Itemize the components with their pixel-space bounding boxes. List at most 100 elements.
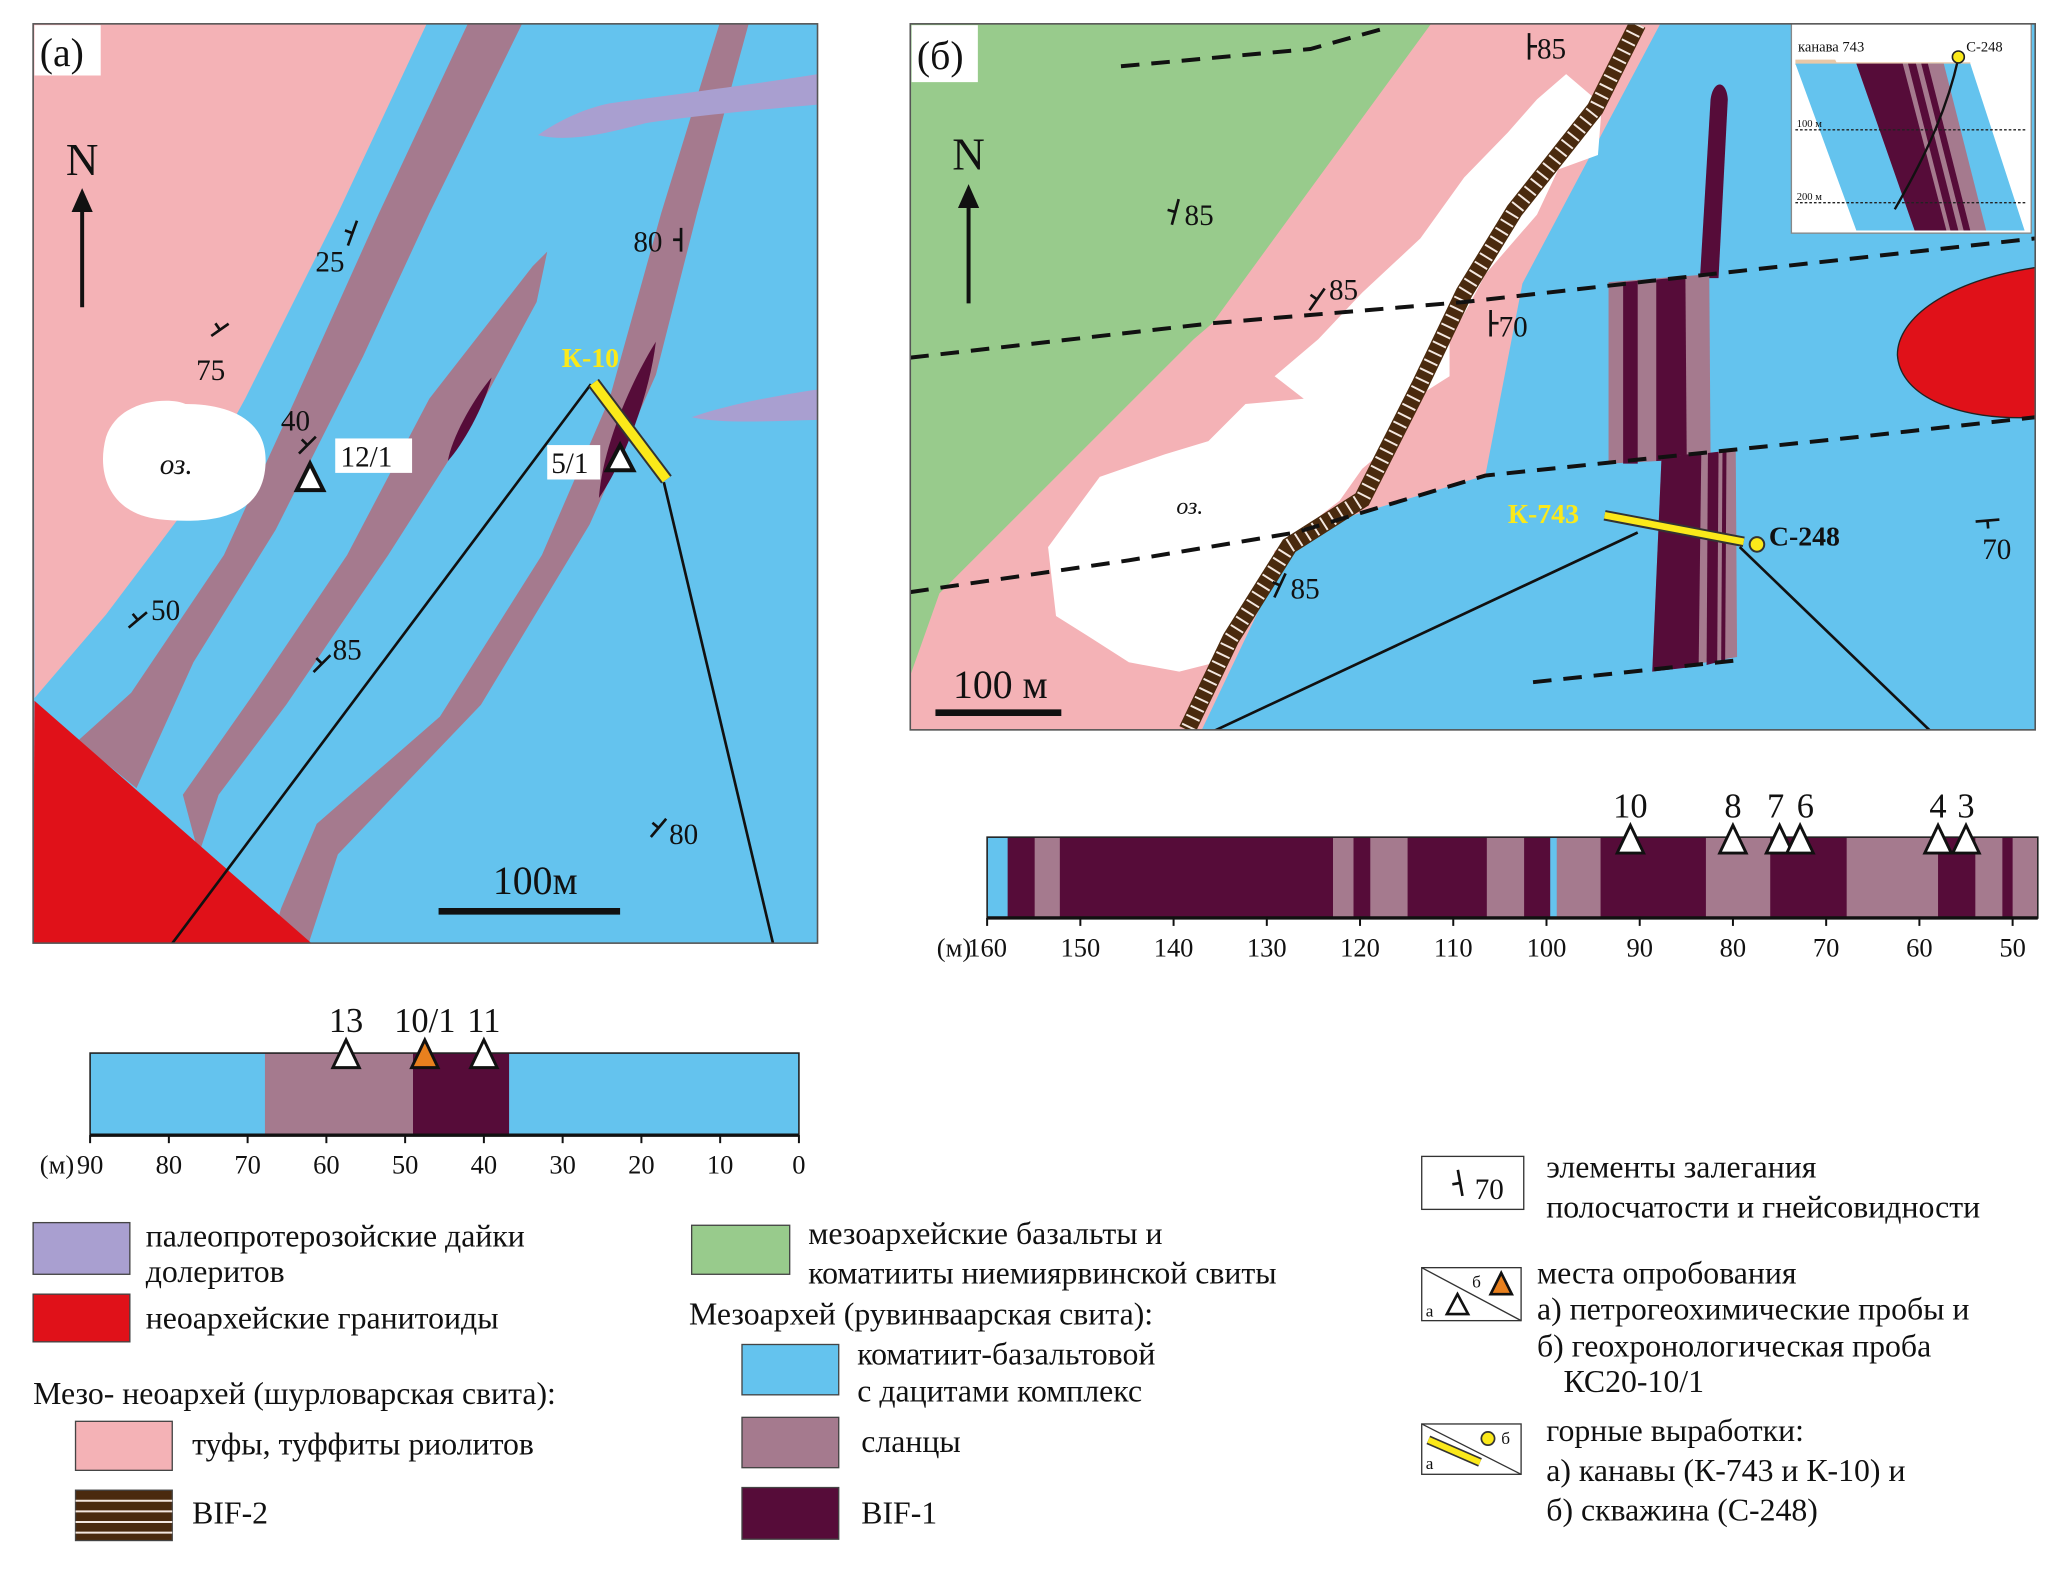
sample-triangle-icon	[1444, 1291, 1471, 1316]
legend-label: с дацитами комплекс	[857, 1373, 1142, 1408]
legend-label: полосчатости и гнейсовидности	[1546, 1189, 1980, 1224]
sample-label-box	[335, 438, 413, 473]
trench-k10-fill	[589, 380, 671, 483]
lake-a	[102, 400, 266, 521]
dip-value: 85	[1291, 574, 1320, 606]
dip-symbol-icon	[344, 220, 359, 247]
borehole-label: С-248	[1769, 522, 1840, 553]
dip-symbol-icon	[1167, 198, 1180, 226]
sample-label: 12/1	[341, 441, 393, 473]
bif1-lens-1	[447, 377, 492, 461]
section-interval-mauve	[2012, 837, 2039, 918]
dip-symbol-icon	[1308, 287, 1326, 311]
dip-value: 50	[151, 595, 180, 627]
inset-borehole-path	[1893, 58, 1960, 210]
dip-symbol-icon	[298, 435, 317, 455]
fault-line	[910, 415, 2036, 595]
section-projection-line	[1738, 546, 1932, 730]
inset-borehole-label: С-248	[1966, 40, 2002, 56]
bif1-finger	[1699, 84, 1728, 279]
legend-label: туфы, туффиты риолитов	[192, 1426, 534, 1461]
legend-swatch-schists	[741, 1416, 840, 1469]
sample-triangle-icon	[1950, 821, 1982, 855]
legend-label: палеопротерозойские дайки	[146, 1218, 525, 1253]
legend-label: КС20-10/1	[1564, 1364, 1705, 1399]
axis-tick-label: 50	[392, 1150, 418, 1180]
legend-label: коматиит-базальтовой	[857, 1336, 1155, 1371]
axis-tick-label: 70	[234, 1150, 260, 1180]
sample-triangle-icon	[1717, 821, 1749, 855]
legend-label: неоархейские гранитоиды	[146, 1301, 499, 1336]
legend-swatch-basalts	[690, 1224, 791, 1275]
axis-tick-label: 150	[1060, 932, 1100, 962]
scale-label-a: 100м	[493, 859, 578, 903]
dip-value: 80	[633, 227, 662, 259]
panel-label-box-b	[911, 25, 978, 83]
dolerite-dyke-2	[691, 389, 818, 422]
axis-tick-label: 90	[1626, 932, 1652, 962]
sample-label: 3	[1957, 787, 1974, 825]
dip-value: 75	[196, 355, 225, 387]
legend-workings-b: б	[1501, 1429, 1510, 1448]
section-interval-blue	[509, 1053, 800, 1136]
sample-triangle-icon	[468, 1036, 500, 1070]
inset-bif1-stripe	[1921, 63, 1971, 231]
axis-tick-label: 80	[1720, 932, 1746, 962]
tuff-area	[33, 23, 427, 699]
trench-icon-fill	[1427, 1437, 1482, 1466]
legend-label: сланцы	[861, 1424, 960, 1459]
inset-cross-section: канава 743 С-248 100 м 200 м	[1790, 23, 2032, 234]
dip-value: 85	[1185, 200, 1214, 232]
trench-k743-fill	[1603, 512, 1745, 546]
lake-b	[1048, 74, 1602, 672]
legend-header: Мезоархей (рувинваарская свита):	[689, 1297, 1153, 1332]
dip-symbol-icon	[673, 227, 683, 252]
section-interval-blue	[987, 837, 1009, 918]
section-interval-mauve	[1846, 837, 1939, 918]
dip-symbol-icon	[1452, 1169, 1464, 1197]
map-b: оз. N 85 85 85 70	[910, 23, 2036, 730]
sample-label: 4	[1929, 787, 1946, 825]
fault-line	[1120, 24, 1392, 69]
section-interval-mauve	[1034, 837, 1061, 918]
dip-symbol-icon	[1489, 309, 1499, 337]
axis-tick-label: 20	[628, 1150, 654, 1180]
geochron-sample-icon	[409, 1036, 441, 1070]
map-a-frame	[32, 23, 819, 944]
legend-label: долеритов	[146, 1254, 285, 1289]
legend-label: BIF-2	[192, 1495, 268, 1530]
section-interval-mauve	[1975, 837, 2003, 918]
section-projection-line	[662, 481, 775, 944]
axis-tick-label: 110	[1434, 932, 1473, 962]
dolerite-dyke-1	[537, 74, 818, 138]
dip-value: 40	[281, 406, 310, 438]
bif1-block-upper	[1608, 274, 1711, 464]
dip-value: 85	[1329, 274, 1358, 306]
bif2-strip	[1179, 23, 1646, 730]
dip-symbol-icon	[1527, 33, 1537, 60]
legend-label: б) скважина (С-248)	[1546, 1493, 1818, 1528]
dip-symbol-icon	[210, 322, 230, 337]
axis-tick-label: 50	[1999, 932, 2025, 962]
axis-tick-label: 130	[1247, 932, 1287, 962]
sample-label: 13	[329, 1002, 363, 1040]
trench-label-k743: К-743	[1508, 499, 1579, 530]
dip-symbol-icon	[649, 817, 668, 838]
dip-value: 25	[315, 247, 344, 279]
legend-label: коматииты ниемиярвинской свиты	[808, 1256, 1276, 1291]
section-interval-mauve	[1556, 837, 1601, 918]
sample-triangle-icon	[1922, 821, 1954, 855]
basalt-area	[910, 23, 1431, 676]
north-label-a: N	[66, 135, 99, 185]
legend-swatch-granitoids	[32, 1293, 131, 1343]
fault-line	[1532, 657, 1744, 685]
legend-label: места опробования	[1537, 1256, 1797, 1291]
inset-depth-label: 100 м	[1797, 119, 1823, 130]
legend-header: Мезо- неоархей (шурловарская свита):	[33, 1376, 556, 1411]
trench-label-k10: К-10	[562, 343, 619, 374]
section-interval-dark	[2002, 837, 2014, 918]
axis-tick-label: 80	[156, 1150, 182, 1180]
dip-value: 70	[1982, 534, 2011, 566]
panel-label-b: (б)	[917, 34, 964, 78]
